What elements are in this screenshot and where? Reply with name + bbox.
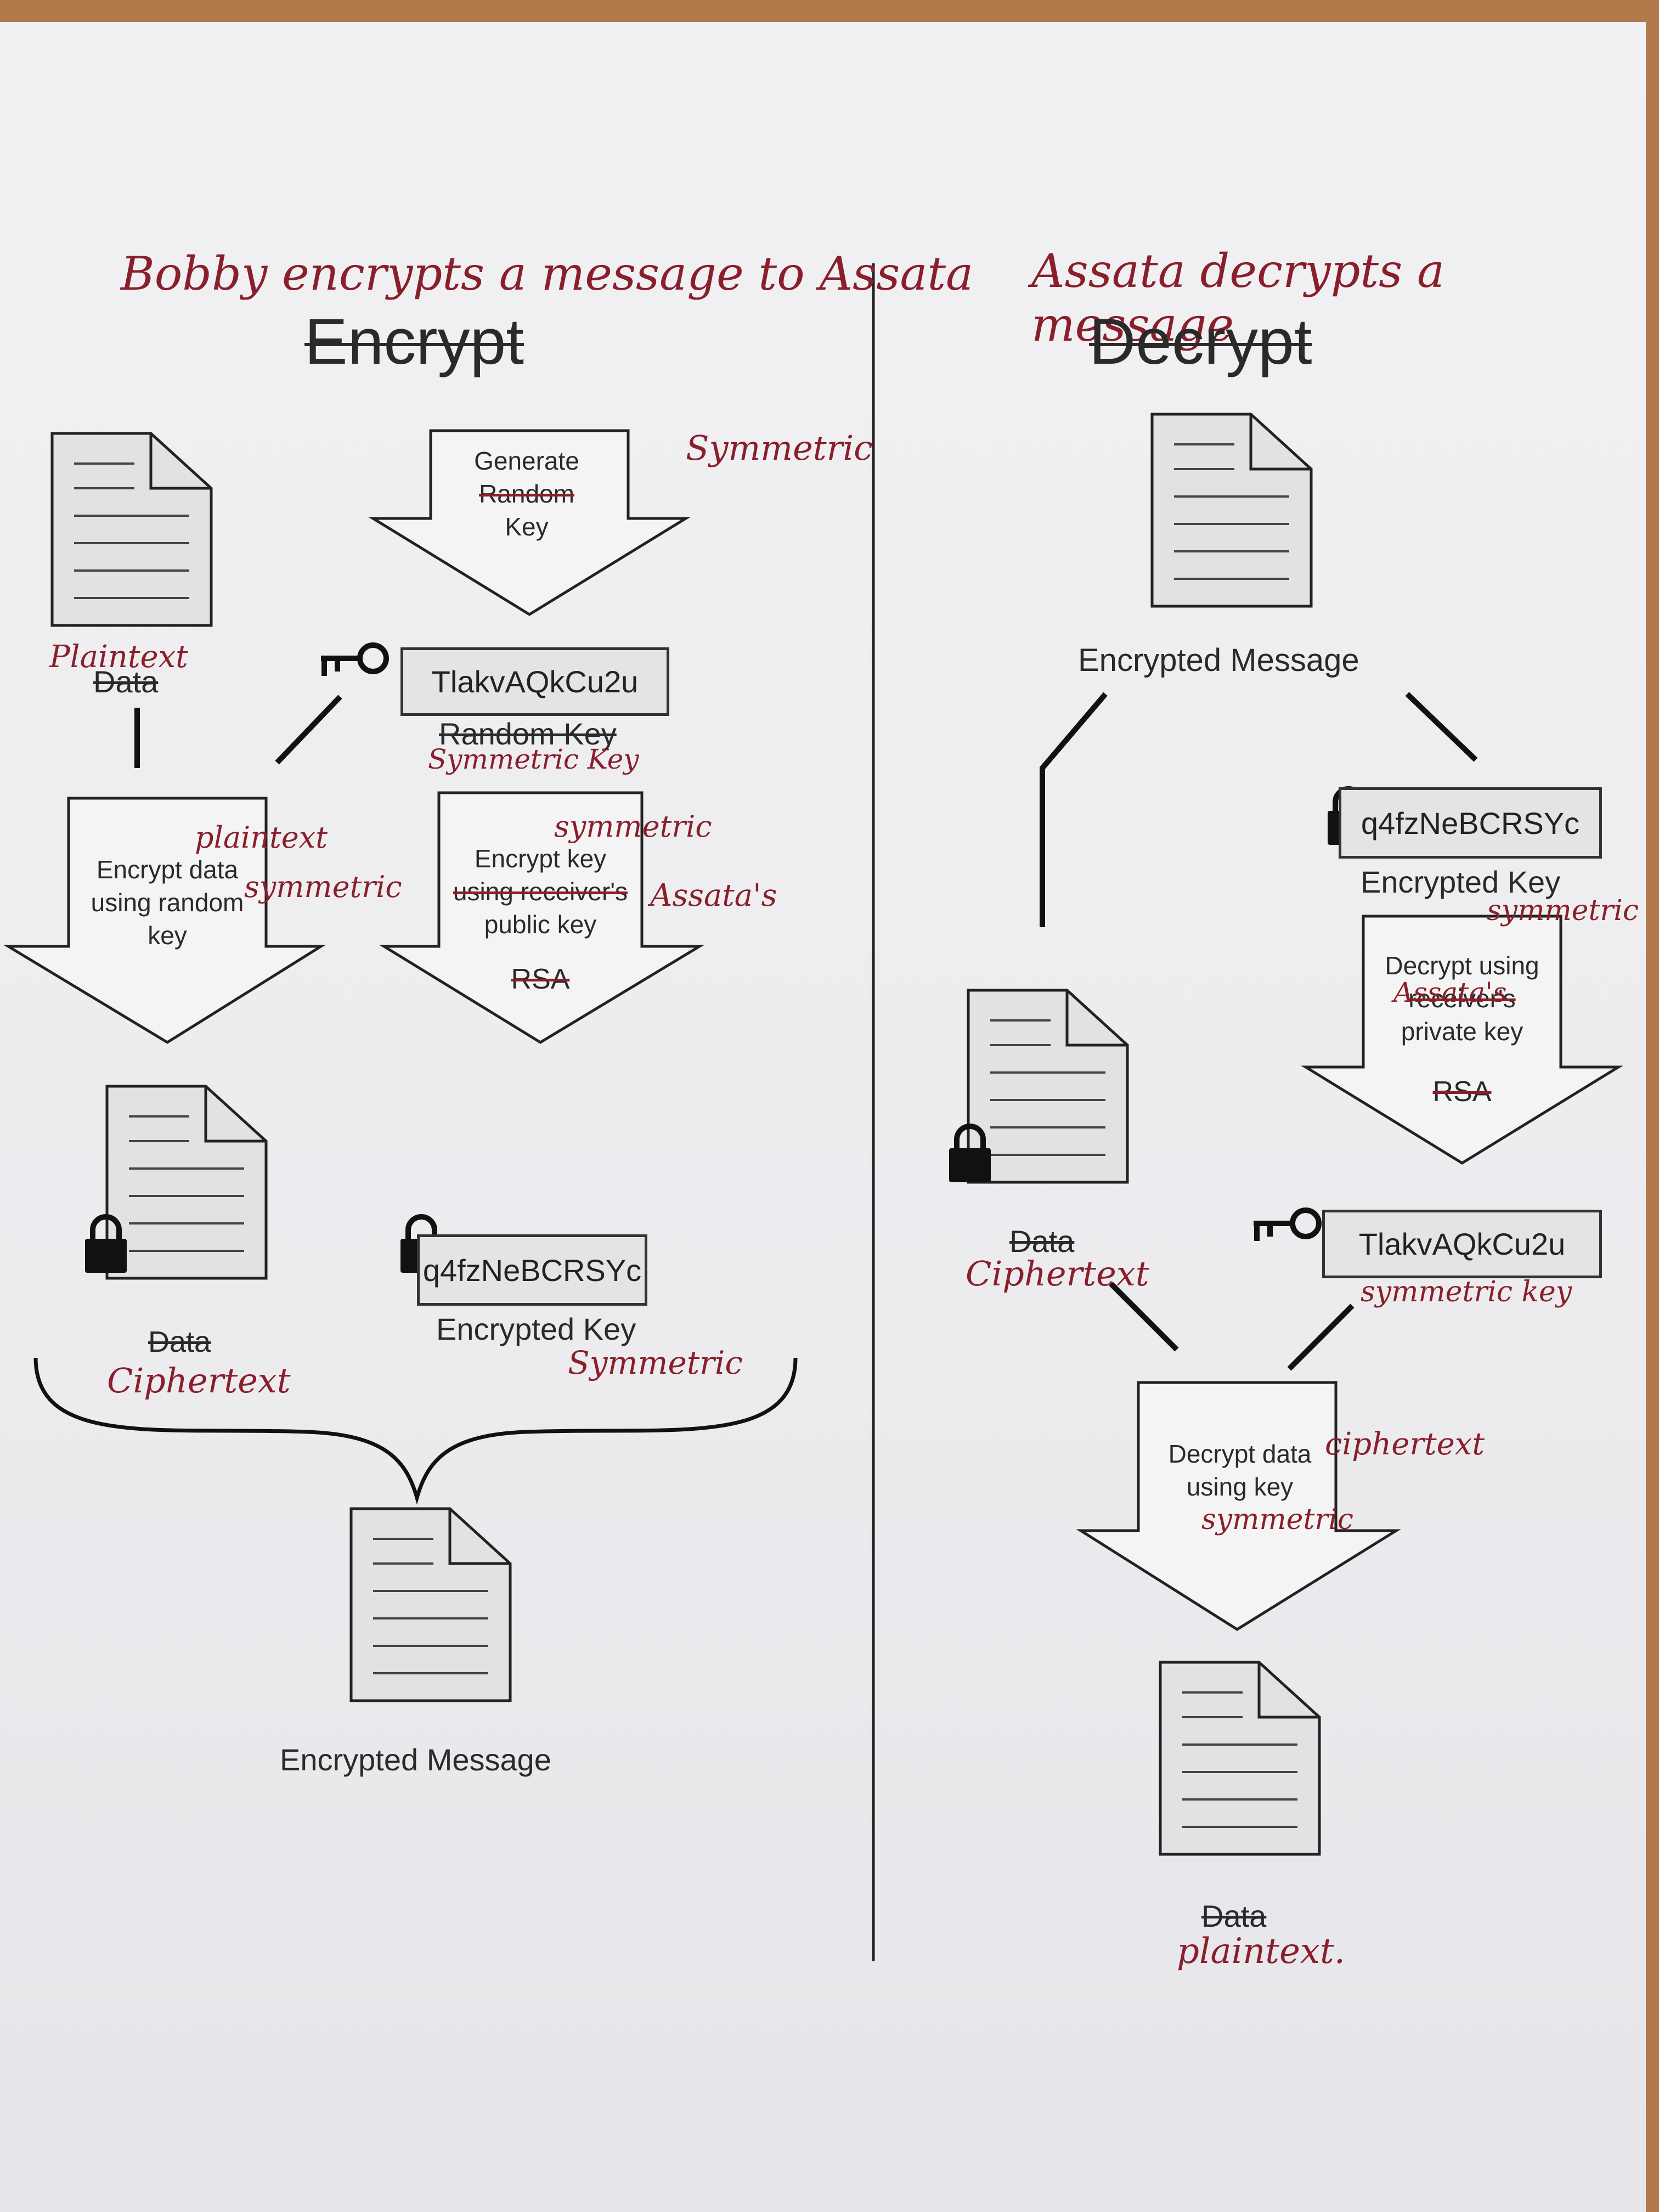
- symmetric-hand-note: symmetric: [244, 870, 402, 904]
- symmetric-hand-note: symmetric: [554, 809, 712, 844]
- ciphertext-hand-note: ciphertext: [1325, 1426, 1485, 1462]
- encrypt-data-line3: key: [148, 921, 187, 950]
- symmetric-key-box: TlakvAQkCu2u: [1322, 1210, 1602, 1278]
- encrypted-key-box: q4fzNeBCRSYc: [1339, 787, 1602, 859]
- plaintext-document-icon: [52, 433, 211, 625]
- connector-line: [1287, 1304, 1355, 1371]
- symmetric-hand-note: Symmetric: [686, 428, 873, 468]
- decrypt-key-arrow-icon: [1301, 915, 1623, 1165]
- encrypt-key-line3: public key: [484, 910, 597, 939]
- decrypt-heading: Decrypt: [1089, 306, 1312, 378]
- encrypted-key-label: Encrypted Key: [436, 1312, 636, 1346]
- encrypt-key-line2: using receiver's: [453, 877, 628, 906]
- decrypt-data-line2: using key: [1186, 1472, 1294, 1501]
- connector-line: [1405, 692, 1478, 762]
- encrypt-key-line1: Encrypt key: [474, 844, 607, 873]
- encrypted-key-label: Encrypted Key: [1361, 865, 1561, 899]
- curly-brace: [33, 1357, 798, 1505]
- symmetric-hand-note: symmetric: [1201, 1503, 1353, 1536]
- symmetric-key-hand-label: symmetric key: [1361, 1276, 1572, 1308]
- encrypt-key-text: Encrypt key using receiver's public key …: [439, 842, 642, 996]
- plaintext-hand-note: plaintext: [195, 820, 328, 855]
- ciphertext-document-icon: [107, 1086, 266, 1278]
- encrypted-message-document-icon: [1152, 414, 1311, 606]
- decrypt-key-text: Decrypt using receiver's private key RSA: [1363, 949, 1561, 1108]
- connector-line: [1109, 1282, 1179, 1352]
- plaintext-document-icon: [1160, 1662, 1319, 1854]
- paper-sheet: Bobby encrypts a message to Assata Encry…: [0, 22, 1646, 2212]
- left-handwritten-title: Bobby encrypts a message to Assata: [121, 247, 974, 301]
- decrypt-data-text: Decrypt data using key: [1138, 1437, 1341, 1503]
- generate-line1: Generate: [474, 447, 579, 475]
- encrypt-data-line1: Encrypt data: [96, 855, 239, 884]
- right-handwritten-title: Assata decrypts a message: [1031, 244, 1445, 352]
- rsa-label: RSA: [1432, 1076, 1492, 1108]
- encrypted-message-label: Encrypted Message: [280, 1742, 551, 1777]
- encrypted-key-box: q4fzNeBCRSYc: [417, 1234, 647, 1306]
- decrypt-key-line2: receiver's: [1408, 984, 1516, 1013]
- data-label: Data: [1201, 1899, 1267, 1933]
- data-label: Data: [148, 1325, 211, 1358]
- ciphertext-hand-label: Ciphertext: [107, 1361, 291, 1401]
- ciphertext-document-icon: [968, 990, 1127, 1182]
- symmetric-hand-note: Symmetric: [568, 1344, 743, 1381]
- generate-line2: Random: [479, 479, 574, 508]
- rsa-label: RSA: [511, 963, 570, 995]
- encrypt-key-arrow-icon: [379, 791, 704, 1044]
- key-icon: [321, 645, 386, 676]
- decrypt-data-line1: Decrypt data: [1168, 1440, 1312, 1468]
- connector-line: [275, 695, 342, 765]
- generate-key-arrow-icon: [368, 429, 691, 616]
- decrypt-key-line3: private key: [1401, 1017, 1523, 1046]
- connector-line: [1040, 692, 1108, 927]
- random-key-box: TlakvAQkCu2u: [400, 647, 669, 716]
- key-icon: [1254, 1210, 1319, 1241]
- symmetric-hand-note: symmetric: [1487, 894, 1639, 927]
- encrypted-message-document-icon: [351, 1509, 510, 1701]
- symmetric-key-hand-label: Symmetric Key: [428, 743, 639, 775]
- diagram-shapes: [3, 263, 1623, 1961]
- plaintext-hand-label: plaintext.: [1177, 1931, 1346, 1972]
- decrypt-key-line1: Decrypt using: [1385, 951, 1539, 980]
- encrypt-data-text: Encrypt data using random key: [69, 853, 266, 952]
- data-label: Data: [1009, 1224, 1075, 1259]
- decrypt-data-arrow-icon: [1076, 1381, 1401, 1631]
- encrypt-heading: Encrypt: [304, 306, 524, 378]
- encrypt-data-arrow-icon: [3, 797, 326, 1044]
- plaintext-hand-label: Plaintext: [49, 639, 188, 675]
- encrypt-data-line2: using random: [91, 888, 244, 917]
- random-key-label: Random Key: [439, 716, 617, 751]
- generate-line3: Key: [505, 512, 549, 541]
- assatas-hand-note: Assata's: [650, 878, 777, 913]
- data-label: Data: [93, 664, 159, 699]
- ciphertext-hand-label: Ciphertext: [966, 1254, 1149, 1294]
- generate-key-text: Generate Random Key: [444, 444, 609, 543]
- assatas-hand-note: Assata's: [1393, 977, 1507, 1008]
- encrypted-message-label: Encrypted Message: [1078, 642, 1359, 678]
